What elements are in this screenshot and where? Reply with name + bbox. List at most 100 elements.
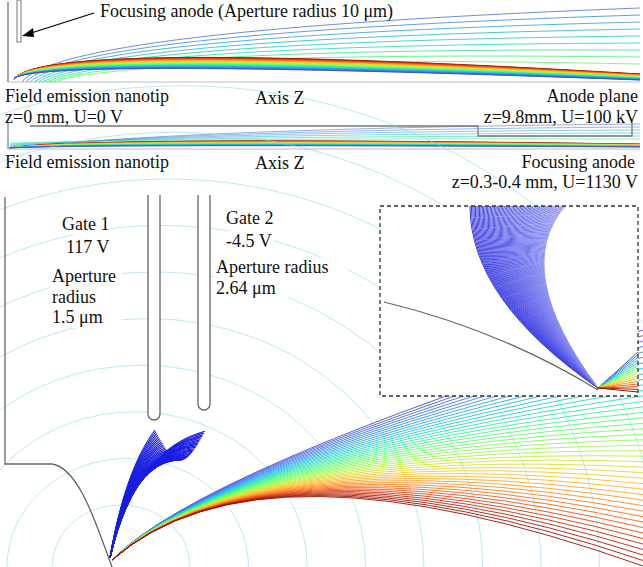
intercepted-trajectory	[526, 206, 598, 388]
intercepted-trajectory	[510, 206, 598, 388]
equipotential-line	[0, 86, 643, 567]
electron-trajectory	[9, 145, 640, 148]
electron-trajectory	[9, 145, 640, 148]
intercepted-trajectory	[473, 206, 598, 388]
intercepted-trajectory	[477, 206, 598, 388]
electron-trajectory	[14, 58, 640, 80]
intercepted-trajectory	[110, 456, 172, 558]
electron-trajectory	[112, 468, 643, 560]
axis-line	[8, 82, 640, 83]
intercepted-trajectory	[110, 455, 171, 558]
intercepted-trajectory	[541, 206, 598, 388]
nanotip-outline	[5, 197, 112, 567]
intercepted-trajectory	[110, 433, 204, 558]
electron-trajectory	[112, 489, 643, 560]
electron-trajectory	[112, 401, 643, 560]
leader-arrowhead	[22, 28, 34, 37]
electron-trajectory	[112, 390, 643, 560]
electron-trajectory	[112, 429, 643, 560]
intercepted-trajectory	[528, 206, 598, 388]
intercepted-trajectory	[529, 206, 598, 388]
intercepted-trajectory	[507, 206, 598, 388]
electron-trajectory	[112, 407, 643, 560]
electron-trajectory	[112, 471, 643, 560]
intercepted-trajectory	[509, 206, 598, 388]
intercepted-trajectory	[538, 206, 598, 388]
electron-trajectory	[112, 478, 643, 560]
inset-frame	[380, 206, 638, 396]
electron-trajectory	[9, 144, 640, 148]
intercepted-trajectory	[514, 206, 598, 388]
electron-trajectory	[9, 142, 640, 148]
electron-trajectory	[598, 360, 638, 388]
electron-trajectory	[14, 67, 640, 79]
inset-background	[380, 206, 638, 396]
electron-trajectory	[598, 381, 638, 388]
electron-trajectory	[14, 59, 640, 80]
electron-trajectory	[112, 460, 643, 560]
intercepted-trajectory	[110, 443, 199, 558]
equipotential-line	[0, 132, 643, 567]
leader-line	[28, 13, 94, 34]
intercepted-trajectory	[542, 206, 598, 388]
intercepted-trajectory	[526, 206, 598, 388]
annotation-label: Aperture radius 1.5 μm	[50, 266, 122, 328]
electron-trajectory	[598, 355, 638, 388]
intercepted-trajectory	[497, 206, 598, 388]
intercepted-trajectory	[539, 206, 598, 388]
annotation-label: Aperture radius 2.64 μm	[214, 257, 348, 298]
electron-trajectory	[9, 144, 640, 148]
annotation-label: -4.5 V	[224, 231, 274, 252]
electron-trajectory	[14, 58, 640, 80]
intercepted-trajectory	[520, 206, 598, 388]
annotation-label: Gate 1	[60, 214, 111, 235]
annotation-label: Focusing anode (Aperture radius 10 μm)	[100, 1, 393, 22]
electron-trajectory	[9, 146, 640, 148]
intercepted-trajectory	[518, 206, 598, 388]
intercepted-trajectory	[110, 457, 173, 558]
intercepted-trajectory	[532, 206, 598, 388]
intercepted-trajectory	[521, 206, 598, 388]
electron-trajectory	[14, 67, 640, 79]
gate-electrode	[198, 195, 210, 410]
intercepted-trajectory	[110, 435, 203, 558]
annotation-label: Focusing anode	[522, 152, 635, 173]
electron-trajectory	[112, 493, 643, 560]
electron-trajectory	[14, 59, 640, 80]
annotation-label: Axis Z	[255, 88, 305, 109]
intercepted-trajectory	[498, 206, 598, 388]
electron-trajectory	[9, 143, 640, 148]
intercepted-trajectory	[534, 206, 598, 388]
annotation-label: Field emission nanotip	[5, 152, 169, 173]
intercepted-trajectory	[523, 206, 598, 388]
electron-trajectory	[598, 352, 638, 388]
electron-trajectory	[9, 142, 640, 148]
intercepted-trajectory	[519, 206, 598, 388]
intercepted-trajectory	[110, 459, 177, 558]
intercepted-trajectory	[110, 441, 199, 558]
intercepted-trajectory	[470, 206, 598, 388]
intercepted-trajectory	[544, 206, 598, 388]
equipotential-line	[0, 319, 424, 567]
intercepted-trajectory	[496, 206, 598, 388]
electron-trajectory	[112, 474, 643, 560]
annotation-label: z=0 mm, U=0 V	[5, 107, 123, 128]
nanotip-wall	[7, 2, 9, 82]
electron-trajectory	[112, 486, 643, 560]
equipotential-line	[0, 365, 366, 567]
electron-trajectory	[598, 357, 638, 388]
intercepted-trajectory	[475, 206, 598, 388]
electron-trajectory	[112, 481, 643, 560]
intercepted-trajectory	[505, 206, 598, 388]
intercepted-trajectory	[522, 206, 598, 388]
electron-trajectory	[112, 484, 643, 560]
intercepted-trajectory	[482, 206, 598, 388]
electron-trajectory	[112, 451, 643, 560]
intercepted-trajectory	[527, 206, 598, 388]
electron-trajectory	[14, 60, 640, 79]
electron-trajectory	[112, 368, 643, 560]
intercepted-trajectory	[481, 206, 598, 388]
electron-trajectory	[112, 490, 643, 560]
electron-trajectory	[598, 384, 638, 388]
intercepted-trajectory	[541, 206, 598, 388]
